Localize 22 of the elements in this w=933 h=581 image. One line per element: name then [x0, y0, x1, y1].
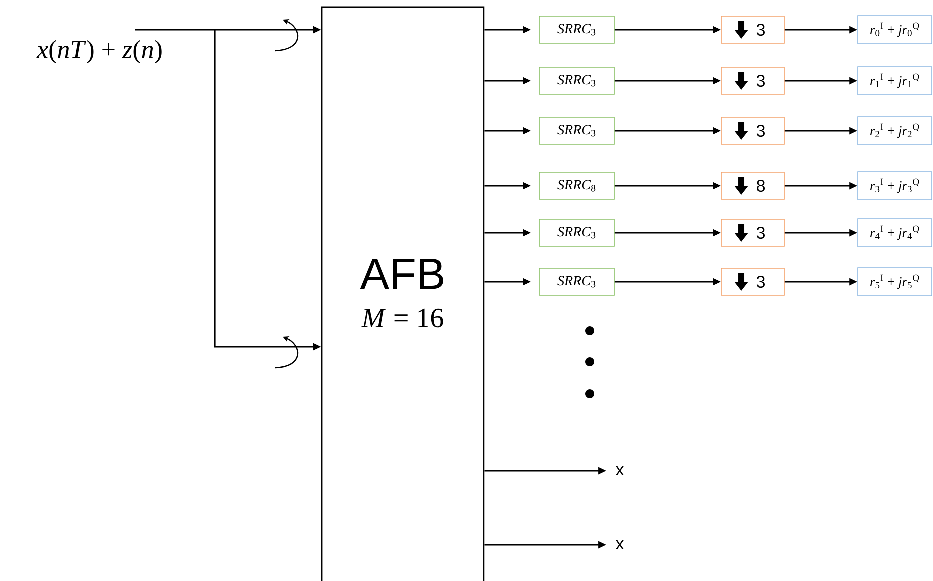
output-box: r$_{2}$$^{I}$ + jr$_{2}$Q	[858, 116, 932, 146]
downsampler-box: 3	[721, 117, 785, 145]
downsampler-box: 3	[721, 268, 785, 296]
output-box: r$_{3}$$^{I}$ + jr$_{3}$Q	[858, 172, 932, 200]
downsampler-box: 3	[721, 67, 785, 95]
input-label: x(nT) + z(n)	[36, 40, 162, 64]
output-box: r$_{1}$$^{I}$ + jr$_{1}$Q	[858, 66, 932, 96]
filter-bank-box: AFB M = 16	[321, 6, 485, 581]
output-box: r$_{4}$$^{I}$ + jr$_{4}$Q	[858, 218, 932, 248]
filter-box: SRRC$_{3}$	[539, 268, 615, 296]
filter-box: SRRC$_{3}$	[539, 16, 615, 44]
downsampler-box: 3	[721, 219, 785, 247]
output-label: x	[616, 466, 624, 476]
filter-box: SRRC$_{3}$	[539, 67, 615, 95]
filter-box: SRRC$_{8}$	[539, 172, 615, 200]
downsampler-box: 3	[721, 16, 785, 44]
filter-box: SRRC$_{3}$	[539, 219, 615, 247]
output-label: x	[616, 540, 624, 550]
downsampler-box: 8	[721, 172, 785, 200]
filter-box: SRRC$_{3}$	[539, 117, 615, 145]
output-box: r$_{0}$$^{I}$ + jr$_{0}$Q	[858, 16, 932, 44]
output-box: r$_{5}$$^{I}$ + jr$_{5}$Q	[858, 268, 932, 296]
